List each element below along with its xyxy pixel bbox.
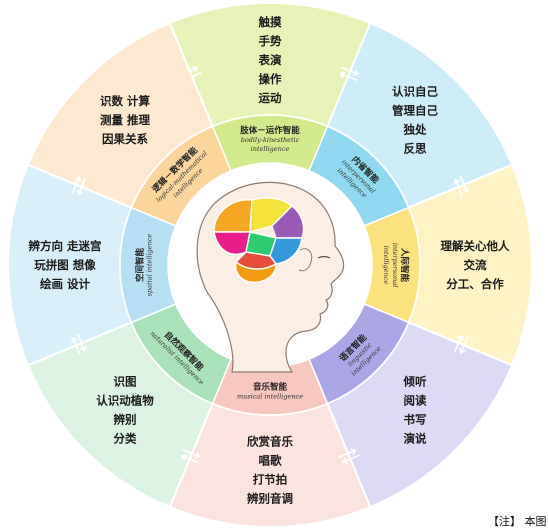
exchange-arrows-icon xyxy=(453,175,470,197)
outer-label-interpersonal-2: 交流 xyxy=(464,258,487,272)
outer-label-musical: 欣赏音乐 xyxy=(247,435,293,449)
outer-label-interpersonal-2: 理解关心他人 xyxy=(441,239,510,253)
outer-label-musical: 唱歌 xyxy=(259,454,282,468)
outer-label-musical: 打节拍 xyxy=(253,473,288,487)
exchange-arrows-icon xyxy=(181,448,201,464)
outer-label-spatial: 绘画 设计 xyxy=(40,277,91,291)
svg-text:intelligence: intelligence xyxy=(382,246,390,285)
outer-label-bodily-kinesthetic: 操作 xyxy=(259,72,282,86)
outer-label-interpersonal: 反思 xyxy=(403,142,426,156)
exchange-arrows-icon xyxy=(70,333,87,355)
outer-label-linguistic: 阅读 xyxy=(403,393,426,407)
footnote: 【注】 本图 xyxy=(488,515,547,528)
outer-label-bodily-kinesthetic: 表演 xyxy=(258,53,282,67)
exchange-arrows-icon xyxy=(453,334,469,354)
inner-ring: 肢体－运作智能bodily-kinestheticintelligence内省智… xyxy=(119,114,421,416)
outer-label-naturalist: 辨别 xyxy=(114,412,137,426)
outer-label-interpersonal: 认识自己 xyxy=(392,85,438,99)
svg-text:音乐智能: 音乐智能 xyxy=(253,382,288,393)
outer-label-logical-mathematical: 识数 计算 xyxy=(100,94,151,108)
outer-label-spatial: 辨方向 走迷宫 xyxy=(28,239,101,253)
outer-label-linguistic: 书写 xyxy=(403,412,426,426)
exchange-arrows-icon xyxy=(71,176,87,196)
svg-text:肢体－运作智能: 肢体－运作智能 xyxy=(239,125,300,136)
outer-label-interpersonal: 管理自己 xyxy=(392,104,438,118)
svg-text:spatial intelligence: spatial intelligence xyxy=(146,233,154,296)
center-head-illustration xyxy=(168,163,372,373)
svg-text:人际智能: 人际智能 xyxy=(399,248,410,283)
exchange-arrows-icon xyxy=(339,66,359,82)
svg-text:bodily-kinesthetic: bodily-kinesthetic xyxy=(241,136,300,144)
outer-label-logical-mathematical: 因果关系 xyxy=(102,132,148,146)
outer-label-bodily-kinesthetic: 触摸 xyxy=(258,15,282,29)
outer-label-spatial: 玩拼图 想像 xyxy=(34,258,96,272)
eye xyxy=(317,255,331,259)
outer-label-naturalist: 认识动植物 xyxy=(96,393,154,407)
outer-label-logical-mathematical: 测量 推理 xyxy=(100,113,151,127)
exchange-arrows-icon xyxy=(338,448,360,465)
brain xyxy=(213,197,305,283)
outer-label-naturalist: 分类 xyxy=(114,431,137,445)
outer-label-interpersonal: 独处 xyxy=(403,123,426,137)
svg-text:intelligence: intelligence xyxy=(251,145,290,153)
outer-label-musical: 辨别音调 xyxy=(247,492,293,506)
brain-lobe xyxy=(234,260,277,283)
svg-text:interpersonal: interpersonal xyxy=(391,243,399,287)
svg-text:musical intelligence: musical intelligence xyxy=(237,393,303,401)
outer-label-bodily-kinesthetic: 运动 xyxy=(259,91,282,105)
outer-label-bodily-kinesthetic: 手势 xyxy=(259,34,282,48)
outer-label-interpersonal-2: 分工、合作 xyxy=(446,277,504,291)
ear-outline xyxy=(298,248,313,272)
outer-label-linguistic: 倾听 xyxy=(402,374,426,388)
outer-label-linguistic: 演说 xyxy=(403,431,426,445)
outer-label-naturalist: 识图 xyxy=(114,374,137,388)
svg-text:空间智能: 空间智能 xyxy=(135,248,146,283)
